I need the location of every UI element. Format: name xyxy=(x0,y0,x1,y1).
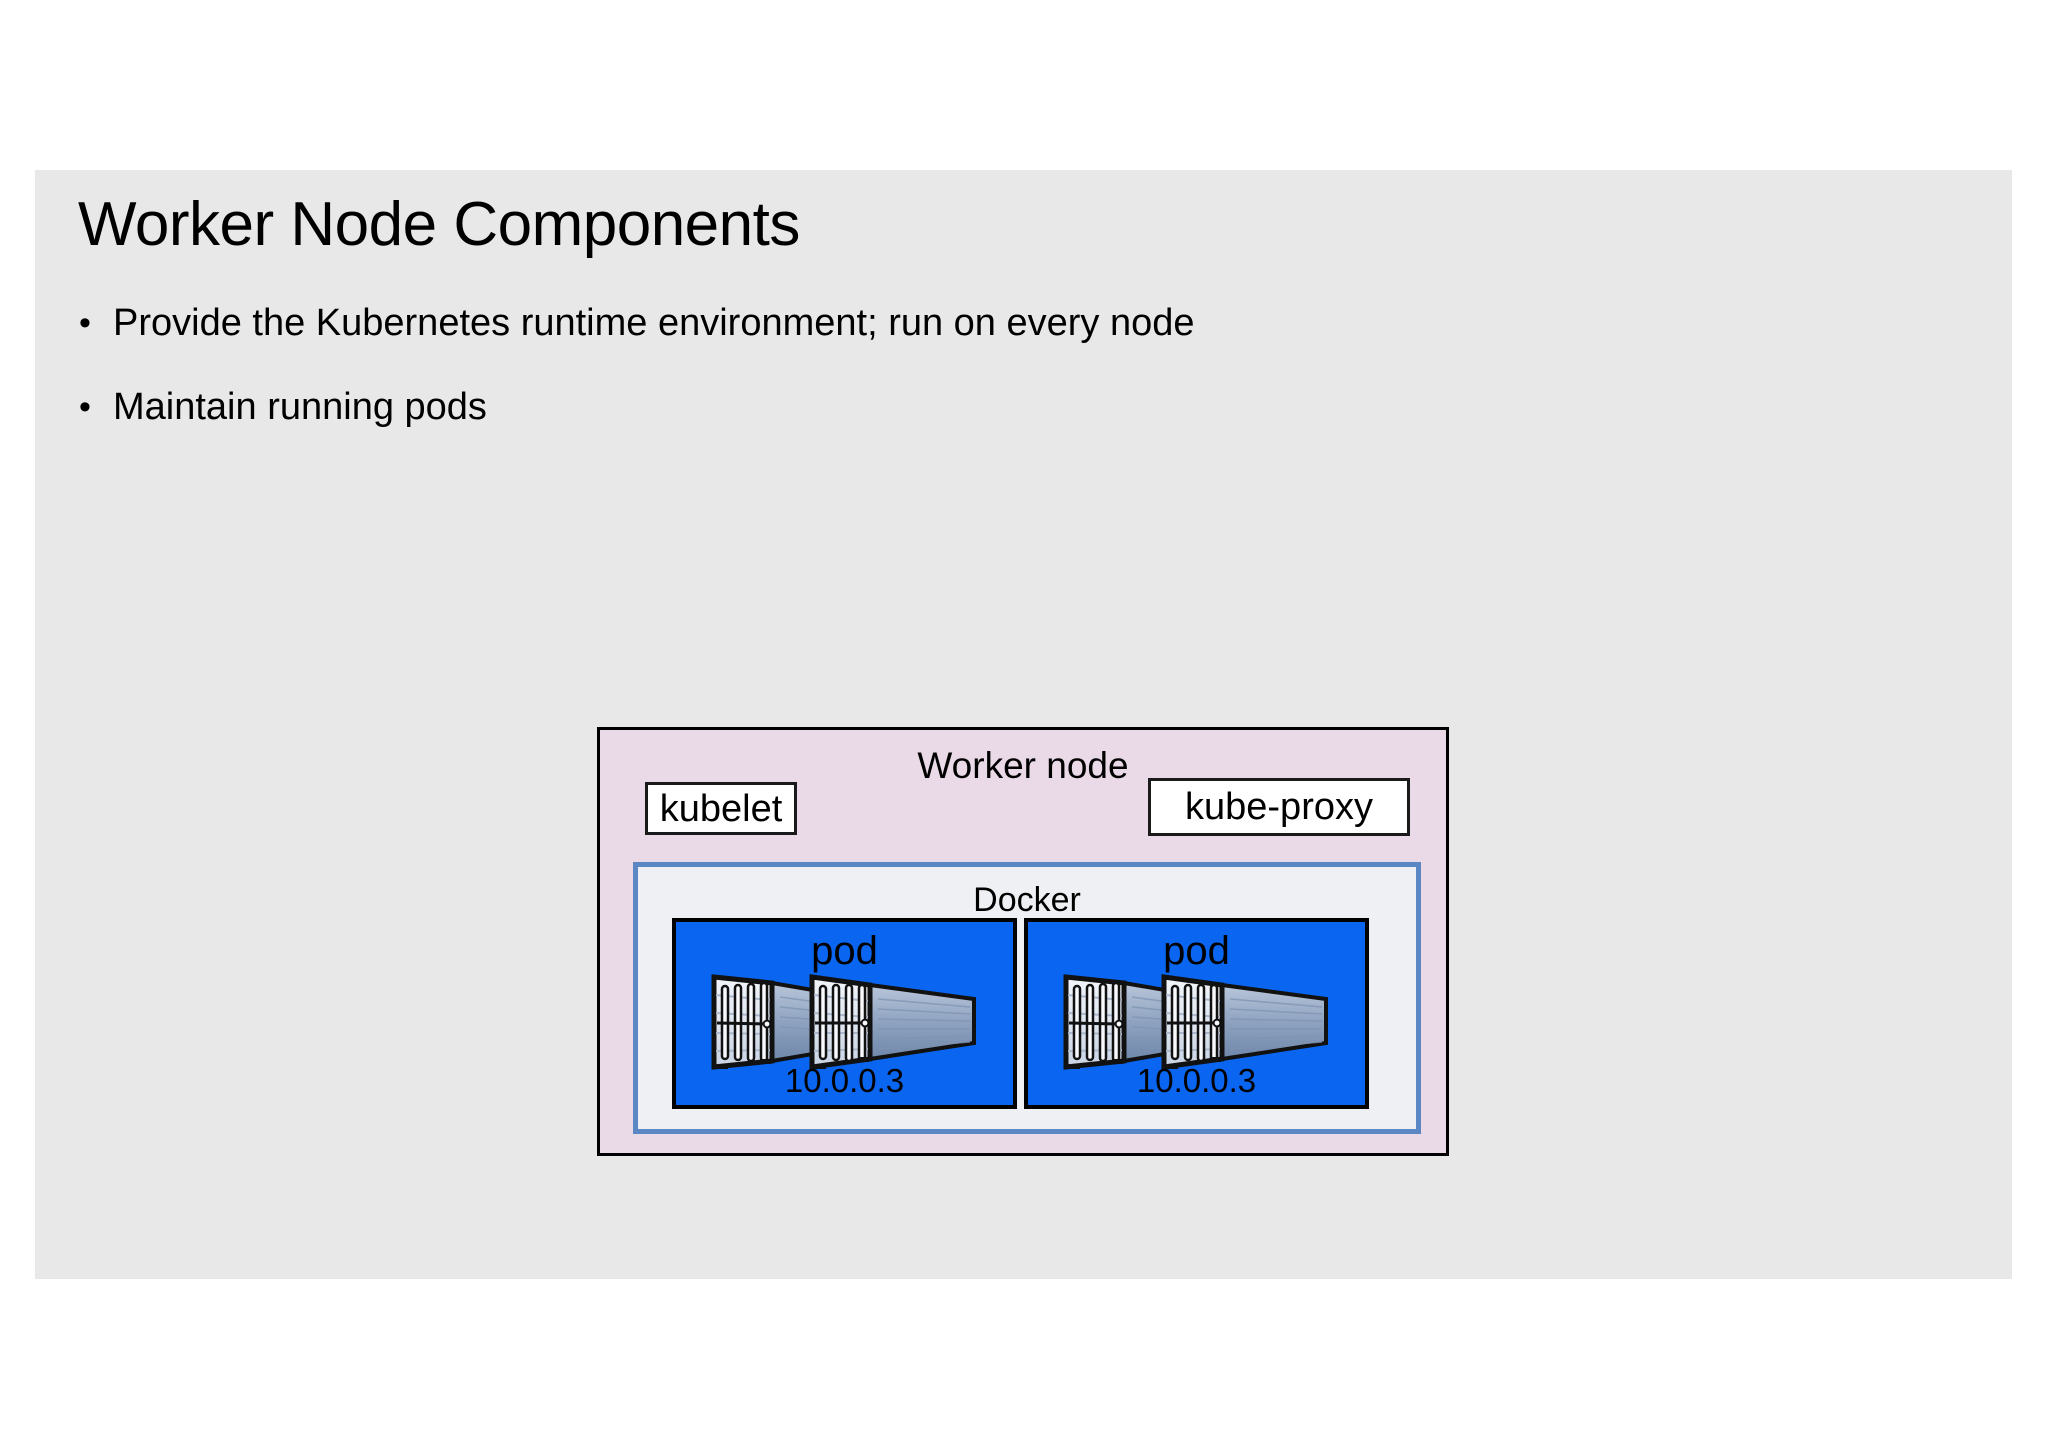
kube-proxy-box: kube-proxy xyxy=(1148,778,1410,836)
shipping-container-icon xyxy=(711,974,976,1070)
bullet-marker-icon: • xyxy=(79,304,91,342)
pod-box: pod xyxy=(1024,918,1369,1109)
bullet-text: Provide the Kubernetes runtime environme… xyxy=(113,302,1195,344)
page-title: Worker Node Components xyxy=(78,190,800,259)
worker-node-box: Worker node kubelet kube-proxy Docker po… xyxy=(597,727,1449,1156)
kubelet-label: kubelet xyxy=(659,787,783,830)
list-item: • Maintain running pods xyxy=(79,384,1779,430)
pod-ip-label: 10.0.0.3 xyxy=(784,1062,905,1099)
bullet-marker-icon: • xyxy=(79,388,91,426)
shipping-container-icon xyxy=(1063,974,1328,1070)
bullet-text: Maintain running pods xyxy=(113,386,487,428)
pod-ip-label: 10.0.0.3 xyxy=(1136,1062,1257,1099)
kube-proxy-label: kube-proxy xyxy=(1185,786,1373,828)
kubelet-box: kubelet xyxy=(645,782,797,835)
pod-label: pod xyxy=(811,929,878,973)
pod-container-icons xyxy=(676,969,1013,1073)
slide-canvas: Worker Node Components • Provide the Kub… xyxy=(35,170,2012,1279)
bullet-list: • Provide the Kubernetes runtime environ… xyxy=(79,300,1779,468)
docker-label: Docker xyxy=(973,881,1081,919)
pod-label: pod xyxy=(1163,929,1230,973)
pod-container-icons xyxy=(1028,969,1365,1073)
list-item: • Provide the Kubernetes runtime environ… xyxy=(79,300,1779,346)
docker-box: Docker pod xyxy=(633,862,1421,1134)
worker-node-label: Worker node xyxy=(917,745,1129,786)
pod-box: pod xyxy=(672,918,1017,1109)
